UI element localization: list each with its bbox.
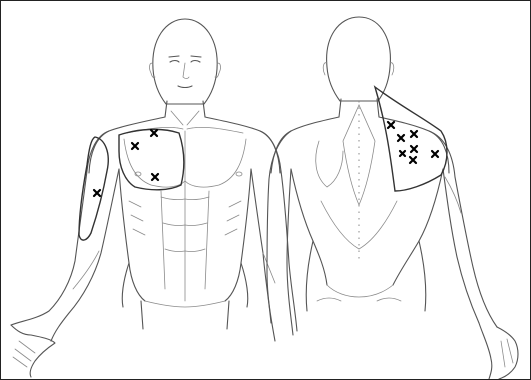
marker-x	[398, 135, 404, 141]
back-view	[267, 17, 518, 379]
marker-x	[151, 130, 157, 136]
marker-x	[132, 143, 138, 149]
marker-x	[94, 190, 100, 196]
marker-x	[410, 157, 416, 163]
marker-x	[432, 151, 438, 157]
back-shoulder-blade-region	[375, 87, 447, 191]
back-head	[327, 17, 391, 101]
back-shoulders	[271, 117, 449, 173]
front-upper-arm-markers	[94, 190, 100, 196]
front-left-arm	[11, 131, 109, 325]
marker-x	[411, 131, 417, 137]
front-head	[153, 19, 217, 104]
back-right-arm	[429, 131, 497, 327]
back-right-hand	[497, 327, 518, 379]
marker-x	[388, 122, 394, 128]
marker-x	[152, 174, 158, 180]
marker-x	[411, 146, 417, 152]
front-view	[11, 19, 297, 377]
front-upper-arm-region	[79, 137, 108, 240]
back-shoulder-blade-markers	[388, 122, 438, 163]
marker-x	[400, 151, 405, 156]
